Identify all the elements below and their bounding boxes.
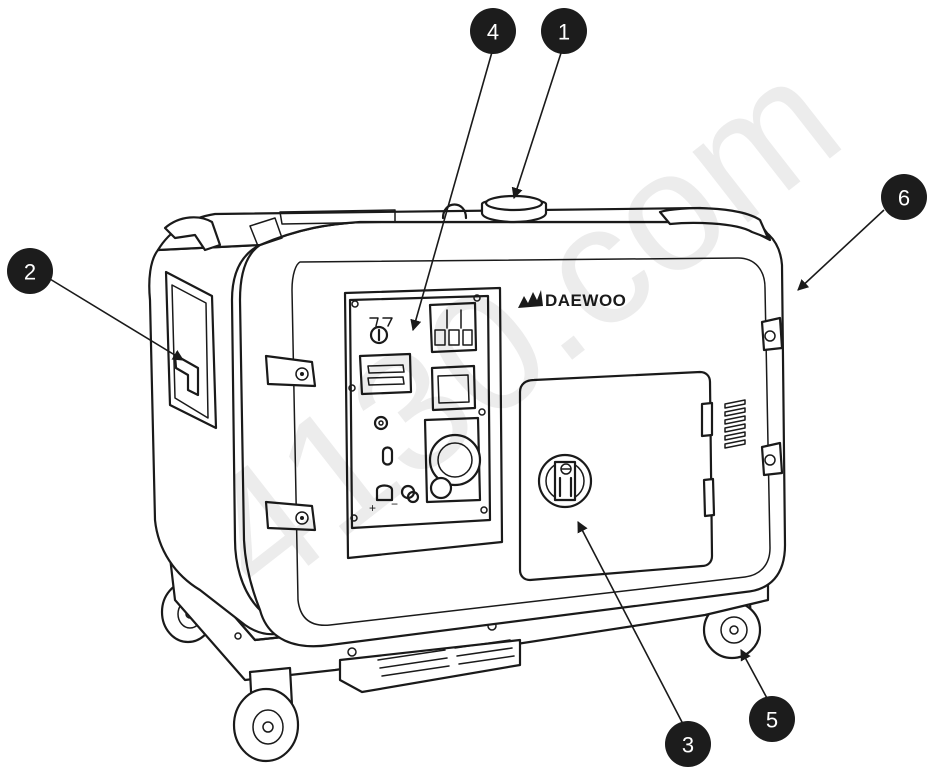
callout-4-label: 4 [487,20,499,45]
callout-5: 5 [749,696,795,742]
callout-2: 2 [7,248,53,294]
callout-1-label: 1 [558,20,570,45]
callout-2-label: 2 [24,260,36,285]
callout-5-label: 5 [766,708,778,733]
wheel-front-left [232,666,300,763]
leader-2 [44,275,184,361]
leader-3 [577,521,684,725]
callout-3: 3 [665,721,711,767]
plus-sign: + [369,501,376,515]
brand-name: DAEWOO [545,291,626,310]
minus-sign: − [391,497,398,511]
callout-6-label: 6 [898,186,910,211]
leader-6 [797,209,885,291]
callout-leaders [44,49,885,725]
control-panel: + − [343,286,504,560]
leader-1 [511,49,563,200]
leader-4 [410,51,493,332]
callout-1: 1 [541,8,587,54]
callout-4: 4 [470,8,516,54]
leader-5 [740,649,769,701]
callout-3-label: 3 [682,733,694,758]
daewoo-logo: DAEWOO [518,290,626,310]
callout-6: 6 [881,174,927,220]
engine-service-door [518,370,746,582]
